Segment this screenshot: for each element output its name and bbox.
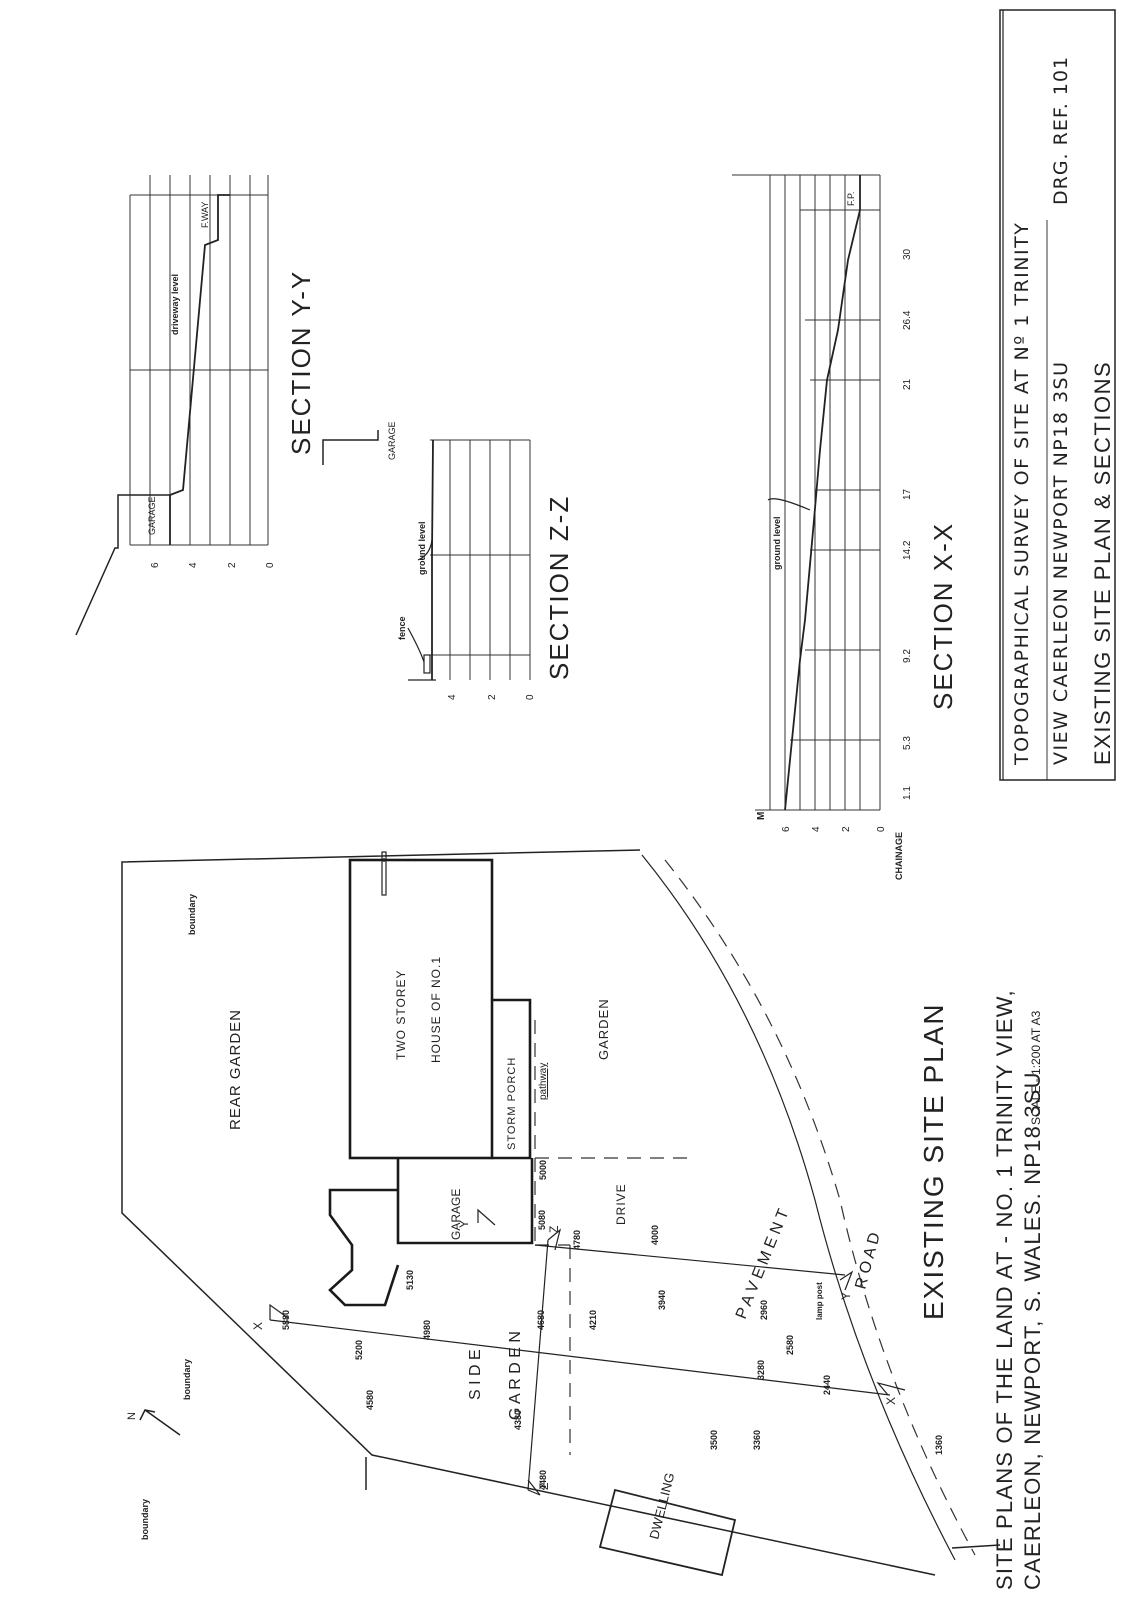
pathway-label: pathway <box>538 1063 549 1100</box>
level-5080: 5080 <box>537 1210 547 1230</box>
level-4000: 4000 <box>650 1225 660 1245</box>
level-5130: 5130 <box>405 1270 415 1290</box>
drg-ref: DRG. REF. 101 <box>1050 56 1072 205</box>
xx-chain-7: 26.4 <box>902 310 913 330</box>
xx-tick-0: 0 <box>876 826 887 832</box>
level-2960: 2960 <box>759 1300 769 1320</box>
level-4680: 4680 <box>536 1310 546 1330</box>
level-4780: 4780 <box>572 1230 582 1250</box>
zz-garage: GARAGE <box>387 421 397 460</box>
north-arrow-label: N <box>126 1412 138 1420</box>
sheet-title-line-1: SITE PLANS OF THE LAND AT - NO. 1 TRINIT… <box>992 989 1017 1590</box>
rear-garden-label: REAR GARDEN <box>227 1009 244 1130</box>
road-label: R O A D <box>852 1231 883 1291</box>
house-label-2: HOUSE OF NO.1 <box>429 956 443 1063</box>
xx-chain-8: 30 <box>902 248 913 260</box>
level-5880: 5880 <box>281 1310 291 1330</box>
yy-driveway-level: driveway level <box>170 274 180 335</box>
yy-fway: F.WAY <box>200 202 210 229</box>
section-x-marker-2: X <box>884 1397 898 1405</box>
zz-title: SECTION Z-Z <box>544 495 574 680</box>
house-label-1: TWO STOREY <box>394 970 408 1060</box>
xx-chainage: CHAINAGE <box>894 832 904 880</box>
xx-m: M <box>756 812 767 820</box>
xx-title: SECTION X-X <box>928 522 958 710</box>
yy-tick-0: 0 <box>265 562 276 568</box>
level-4210: 4210 <box>588 1310 598 1330</box>
site-plan: DWELLING N REAR GARDEN TWO STOREY HOUSE … <box>121 849 1001 1577</box>
title-line-2: VIEW CAERLEON NEWPORT NP18 3SU <box>1050 360 1072 765</box>
boundary-label-1: boundary <box>187 894 197 935</box>
yy-title: SECTION Y-Y <box>286 270 316 455</box>
boundary-label-2: boundary <box>182 1359 192 1400</box>
zz-tick-0: 0 <box>525 694 536 700</box>
lamp-post-label: lamp post <box>815 1282 824 1320</box>
yy-tick-4: 4 <box>188 562 199 568</box>
section-x-marker-1: X <box>251 1322 265 1330</box>
level-1360: 1360 <box>934 1435 944 1455</box>
xx-tick-6: 6 <box>781 826 792 832</box>
section-y-marker-2: Y <box>839 1292 853 1300</box>
yy-tick-6: 6 <box>150 562 161 568</box>
scale-note: SCALE - 1:200 AT A3 <box>1029 1010 1043 1125</box>
plan-title: EXISTING SITE PLAN <box>918 1002 949 1320</box>
title-line-1: TOPOGRAPHICAL SURVEY OF SITE AT Nº 1 TRI… <box>1011 222 1033 766</box>
drive-label: DRIVE <box>614 1183 628 1225</box>
storm-porch-label: STORM PORCH <box>506 1057 518 1150</box>
level-4380: 4380 <box>513 1410 523 1430</box>
dwelling-label: DWELLING <box>646 1471 677 1541</box>
zz-fence: fence <box>397 616 407 640</box>
xx-chain-5: 17 <box>902 488 913 500</box>
section-z-marker-1: Z <box>547 1226 561 1233</box>
section-xx: ground level F.P. M 6 4 2 0 CHAINAGE 1.1… <box>732 174 958 880</box>
garage-label: GARAGE <box>449 1189 463 1240</box>
yy-garage: GARAGE <box>147 496 157 535</box>
level-4980: 4980 <box>422 1320 432 1340</box>
xx-chain-2: 5.3 <box>902 736 913 750</box>
side-garden-label-1: S I D E <box>467 1349 484 1400</box>
level-3280: 3280 <box>756 1360 766 1380</box>
side-garden-label-2: G A R D E N <box>507 1331 524 1420</box>
level-3940: 3940 <box>657 1290 667 1310</box>
xx-chain-3: 9.2 <box>902 649 913 663</box>
xx-chain-4: 14.2 <box>902 540 913 560</box>
level-5000: 5000 <box>538 1160 548 1180</box>
sheet-title: SITE PLANS OF THE LAND AT - NO. 1 TRINIT… <box>992 989 1045 1590</box>
xx-ground-level: ground level <box>772 516 782 570</box>
xx-fp: F.P. <box>846 192 856 206</box>
level-4480: 4480 <box>538 1470 548 1490</box>
level-4580: 4580 <box>365 1390 375 1410</box>
zz-ground-level: ground level <box>417 521 427 575</box>
boundary-label-3: boundary <box>140 1499 150 1540</box>
level-3360: 3360 <box>752 1430 762 1450</box>
garden-label: GARDEN <box>596 998 611 1060</box>
section-yy: GARAGE driveway level F.WAY 6 4 2 0 SECT… <box>75 175 316 636</box>
level-3500: 3500 <box>709 1430 719 1450</box>
level-5200: 5200 <box>354 1340 364 1360</box>
section-z-marker-2: Z <box>537 1483 551 1490</box>
zz-tick-4: 4 <box>447 694 458 700</box>
section-zz: GARAGE ground level fence 4 2 0 SECTION … <box>322 421 574 700</box>
xx-chain-6: 21 <box>902 378 913 390</box>
level-2580: 2580 <box>785 1335 795 1355</box>
xx-chain-1: 1.1 <box>902 786 913 800</box>
section-y-marker-1: Y <box>457 1220 471 1228</box>
title-line-3: EXISTING SITE PLAN & SECTIONS <box>1090 361 1115 765</box>
level-2440: 2440 <box>822 1375 832 1395</box>
xx-tick-4: 4 <box>811 826 822 832</box>
zz-tick-2: 2 <box>487 694 498 700</box>
title-block: TOPOGRAPHICAL SURVEY OF SITE AT Nº 1 TRI… <box>999 9 1116 781</box>
sheet-title-line-2: CAERLEON, NEWPORT, S. WALES. NP18 3SU <box>1020 1071 1045 1590</box>
yy-tick-2: 2 <box>227 562 238 568</box>
xx-tick-2: 2 <box>841 826 852 832</box>
